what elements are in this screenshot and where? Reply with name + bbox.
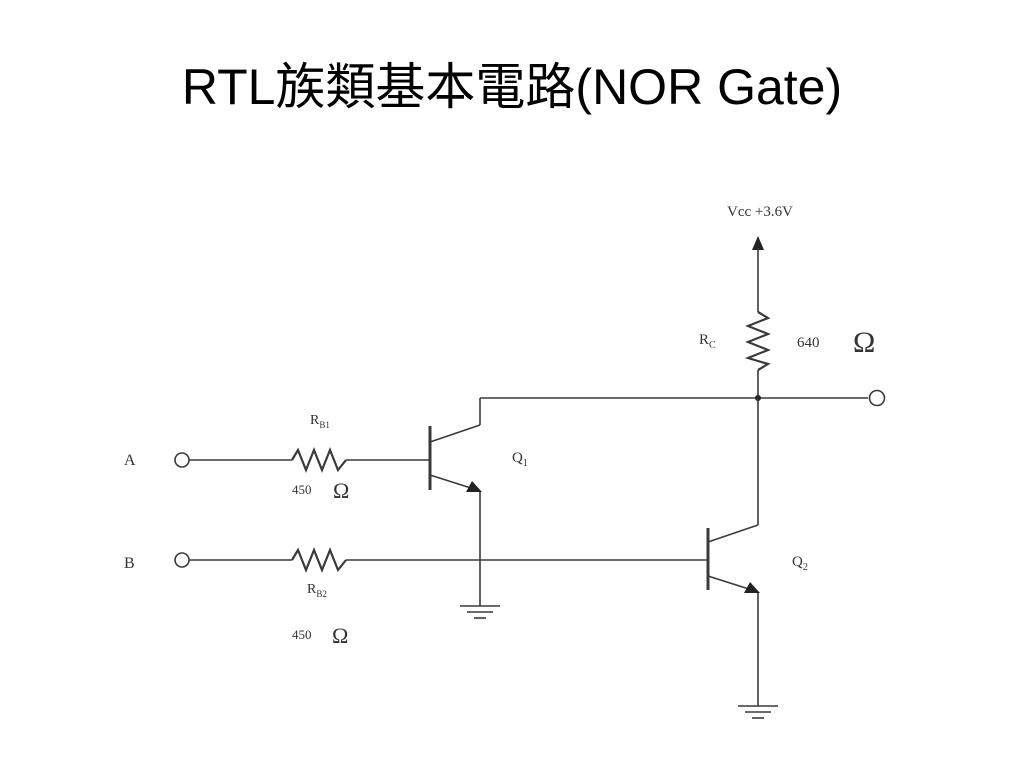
input-b-terminal xyxy=(174,552,190,568)
input-a-terminal xyxy=(174,452,190,468)
rb1-label-main: R xyxy=(310,413,320,428)
output-terminal xyxy=(868,389,886,407)
rc-value: 640 xyxy=(797,335,820,351)
rb1-value: 450 xyxy=(292,482,312,497)
rb2-ohm-symbol: Ω xyxy=(332,623,348,648)
q2-collector-lead xyxy=(707,524,759,543)
q2-label-sub: 2 xyxy=(803,562,808,573)
q1-emitter-arrow xyxy=(466,481,482,492)
rb2-resistor xyxy=(291,547,347,573)
q1-ground-symbol xyxy=(460,605,500,619)
vcc-label: Vcc +3.6V xyxy=(727,204,793,220)
rc-resistor xyxy=(744,311,771,371)
rc-label-main: R xyxy=(699,332,709,348)
q2-label: Q2 xyxy=(792,554,808,573)
vcc-arrow xyxy=(752,236,764,250)
q2-ground-symbol xyxy=(738,705,778,719)
rb1-label: RB1 xyxy=(310,413,330,430)
rb2-value: 450 xyxy=(292,627,312,642)
rb1-label-sub: B1 xyxy=(319,420,330,430)
rb2-label-main: R xyxy=(307,582,317,597)
q1-emitter-lead xyxy=(429,474,475,490)
rb2-label: RB2 xyxy=(307,582,327,599)
rc-ohm-symbol: Ω xyxy=(853,326,875,359)
q1-label-sub: 1 xyxy=(523,458,528,469)
input-a-label: A xyxy=(124,452,136,469)
rb1-resistor xyxy=(291,447,347,473)
q1-label-main: Q xyxy=(512,450,523,466)
rb1-ohm-symbol: Ω xyxy=(333,478,349,503)
input-b-label: B xyxy=(124,555,135,572)
rc-label-sub: C xyxy=(709,340,716,351)
rc-label: RC xyxy=(699,332,716,351)
slide-title: RTL族類基本電路(NOR Gate) xyxy=(181,59,843,115)
q1-collector-lead xyxy=(429,424,481,443)
q2-label-main: Q xyxy=(792,554,803,570)
q1-label: Q1 xyxy=(512,450,528,469)
q2-emitter-arrow xyxy=(744,582,760,593)
q2-emitter-lead xyxy=(707,575,753,591)
rb2-label-sub: B2 xyxy=(316,589,327,599)
